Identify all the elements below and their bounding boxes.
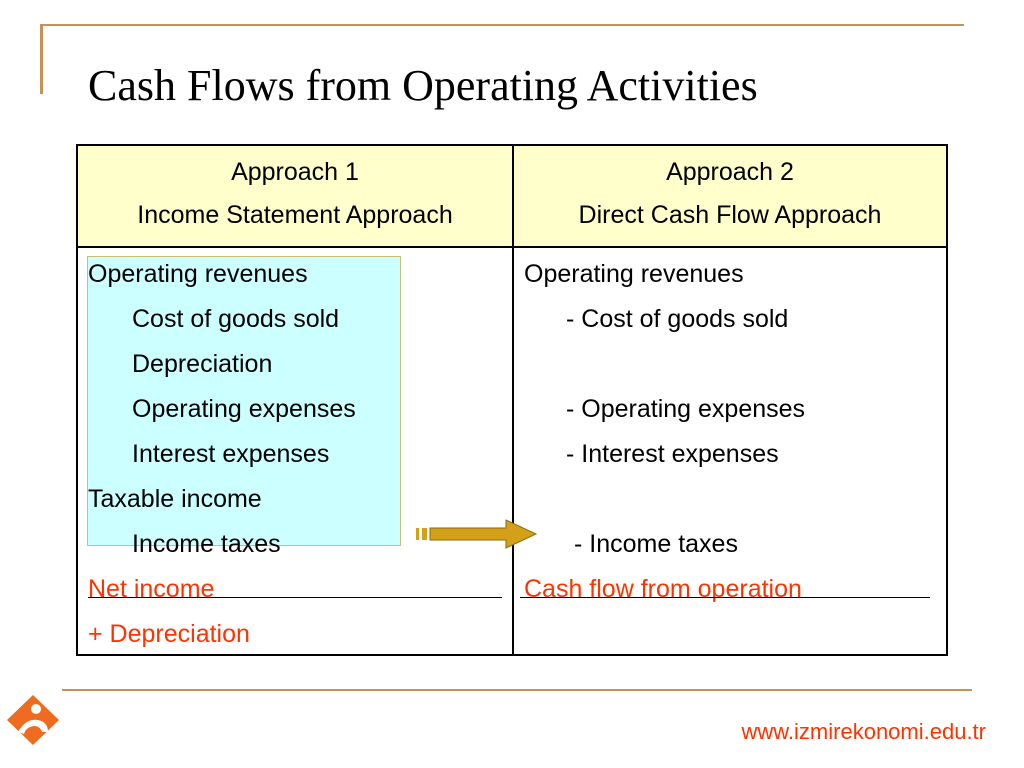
header-approach-1: Approach 1 Income Statement Approach [78, 146, 512, 246]
list-item: - Income taxes [574, 530, 738, 558]
university-logo-icon [7, 695, 59, 745]
list-item: Taxable income [88, 485, 262, 513]
list-item: - Interest expenses [566, 440, 779, 468]
frame-top-accent [40, 24, 964, 26]
net-income-underline [88, 597, 502, 598]
header-approach-1-number: Approach 1 [231, 158, 359, 186]
list-item: Depreciation [132, 350, 273, 378]
comparison-table: Approach 1 Income Statement Approach App… [76, 144, 948, 656]
list-item: Cost of goods sold [132, 305, 340, 333]
list-item: - Cost of goods sold [566, 305, 789, 333]
list-item: Operating revenues [524, 260, 744, 288]
list-item: - Operating expenses [566, 395, 806, 423]
footer-divider [62, 689, 972, 691]
list-item: Interest expenses [132, 440, 330, 468]
slide-title: Cash Flows from Operating Activities [88, 61, 758, 110]
column-divider [512, 146, 514, 654]
header-approach-1-name: Income Statement Approach [137, 201, 453, 229]
header-approach-2: Approach 2 Direct Cash Flow Approach [514, 146, 946, 246]
frame-vertical-accent [40, 24, 43, 94]
list-item: Operating revenues [88, 260, 308, 288]
plus-depreciation-label: + Depreciation [88, 620, 250, 648]
footer-url-link[interactable]: www.izmirekonomi.edu.tr [741, 719, 986, 744]
header-approach-2-number: Approach 2 [666, 158, 794, 186]
cash-flow-from-operation-label: Cash flow from operation [524, 575, 802, 603]
right-arrow-icon [416, 519, 538, 549]
list-item: Income taxes [132, 530, 281, 558]
header-approach-2-name: Direct Cash Flow Approach [578, 201, 882, 229]
list-item: Operating expenses [132, 395, 356, 423]
net-income-label: Net income [88, 575, 215, 603]
highlight-box [87, 256, 401, 546]
cash-flow-underline [520, 597, 930, 598]
